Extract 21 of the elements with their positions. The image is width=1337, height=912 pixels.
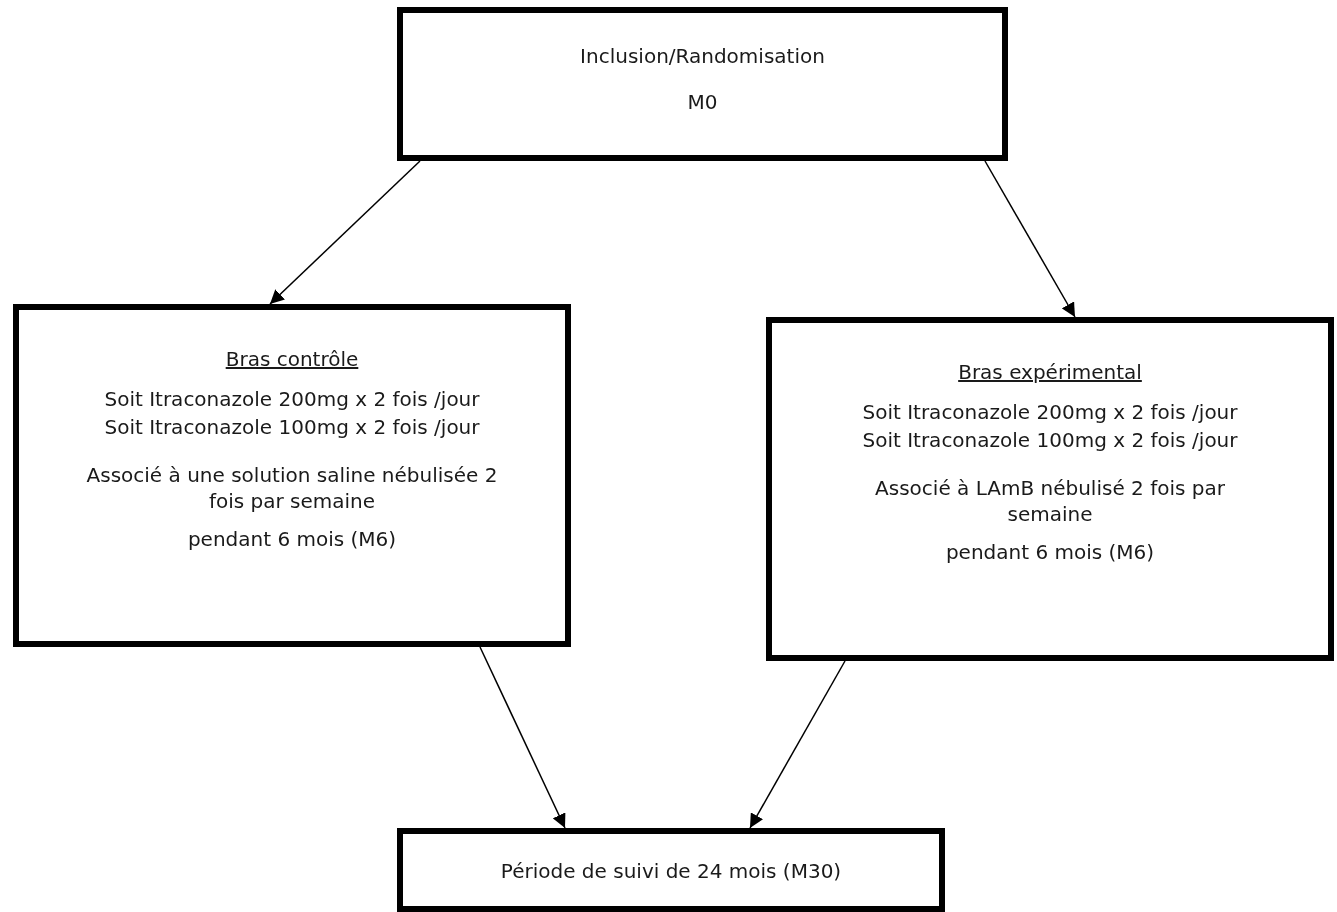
box-text: M0 xyxy=(687,89,718,115)
process-box xyxy=(397,828,945,912)
treatment-text: pendant 6 mois (M6) xyxy=(187,526,397,552)
treatment-text: pendant 6 mois (M6) xyxy=(945,539,1155,565)
treatment-text: Soit Itraconazole 200mg x 2 fois /jour xyxy=(104,386,480,412)
box-text: Inclusion/Randomisation xyxy=(580,43,825,69)
arrow xyxy=(479,646,566,829)
arrow xyxy=(749,660,846,829)
treatment-text: Associé à une solution saline nébulisée 2 fois par semaine xyxy=(85,462,499,514)
treatment-text: Soit Itraconazole 200mg x 2 fois /jour xyxy=(862,399,1238,425)
arm-heading: Bras contrôle xyxy=(225,346,359,372)
arrow xyxy=(984,160,1076,318)
treatment-text: Associé à LAmB nébulisé 2 fois par semaine xyxy=(874,475,1226,527)
treatment-text: Soit Itraconazole 100mg x 2 fois /jour xyxy=(104,414,480,440)
box-text: Période de suivi de 24 mois (M30) xyxy=(500,858,842,884)
arrow xyxy=(269,160,421,305)
process-box xyxy=(766,317,1334,661)
process-box xyxy=(13,304,571,647)
arm-heading: Bras expérimental xyxy=(958,359,1142,385)
treatment-text: Soit Itraconazole 100mg x 2 fois /jour xyxy=(862,427,1238,453)
process-box xyxy=(397,7,1008,161)
